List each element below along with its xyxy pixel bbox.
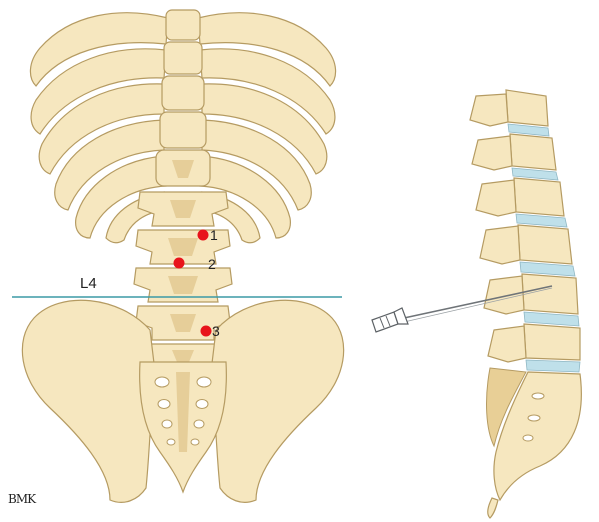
point-2-label: 2 (208, 256, 216, 272)
point-3-label: 3 (212, 323, 220, 339)
artist-signature: BMK (8, 492, 37, 506)
red-dot-marker-2 (174, 258, 185, 269)
lateral-spine (470, 90, 581, 518)
point-1-label: 1 (210, 227, 218, 243)
red-dot-marker-1 (198, 230, 209, 241)
red-dot-marker-3 (201, 326, 212, 337)
l4-label: L4 (80, 275, 97, 292)
